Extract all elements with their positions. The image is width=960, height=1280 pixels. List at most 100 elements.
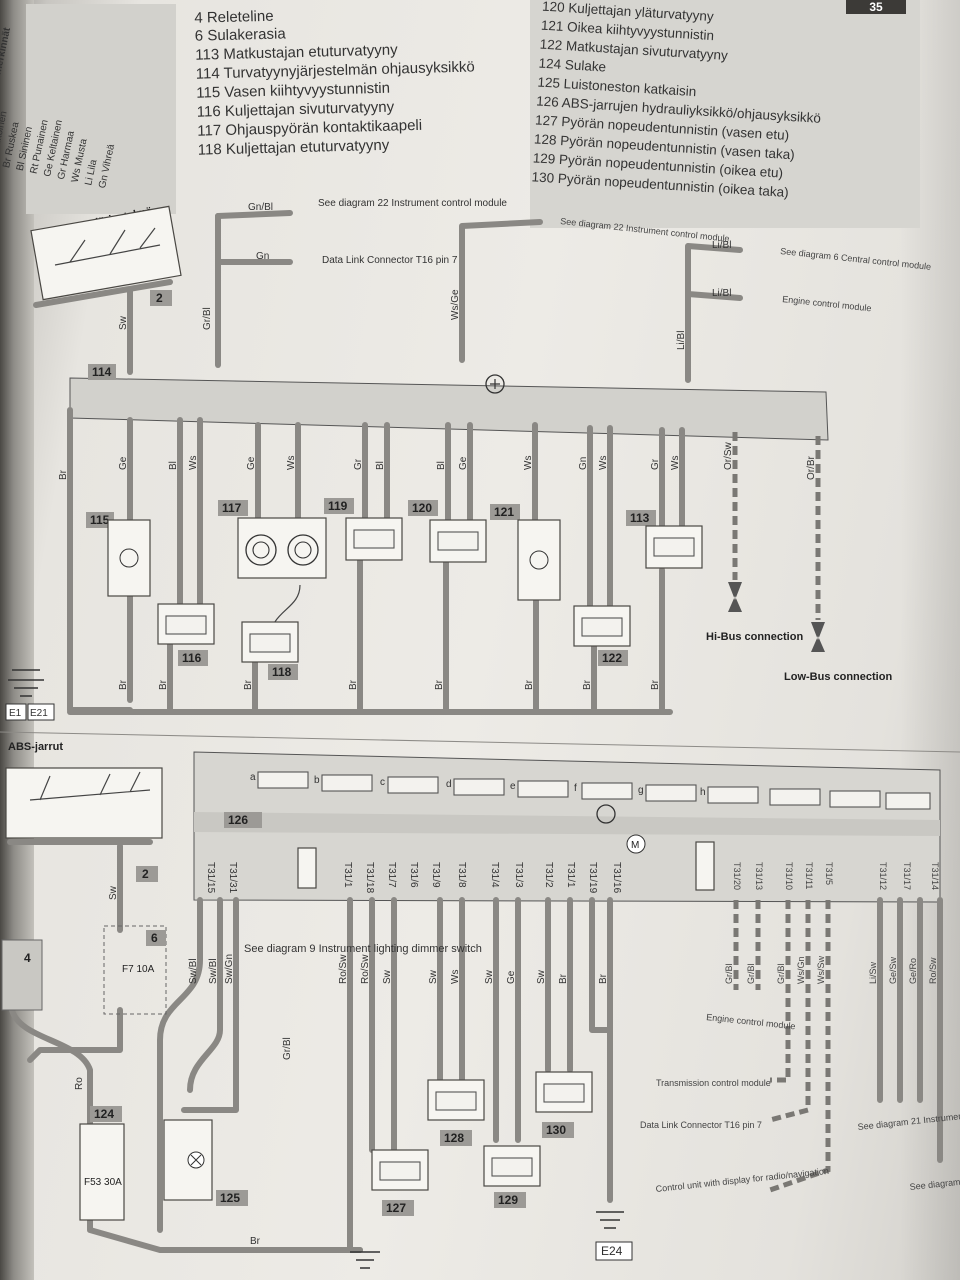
component-117: 117 <box>218 500 327 579</box>
svg-text:M: M <box>631 840 639 851</box>
airbag-top-wires: Gn/Bl Gn Gr/Bl Ws/Ge Li/Bl Li/Bl Li/Bl S… <box>118 202 743 383</box>
sensor-128: 128 <box>427 1079 485 1146</box>
sensor-127: 127 <box>371 1149 429 1216</box>
fuse-row-top: 2 <box>33 279 173 308</box>
ignition-switch-airbag <box>30 205 182 301</box>
svg-text:Ws: Ws <box>450 970 461 984</box>
svg-text:Ge/Ro: Ge/Ro <box>908 958 918 984</box>
wl-19: Br <box>158 679 169 690</box>
svg-text:T31/13: T31/13 <box>754 862 764 890</box>
svg-text:113: 113 <box>630 511 650 525</box>
legend-mid-2: 113 Matkustajan etuturvatyyny <box>195 41 398 63</box>
note-dlc: Data Link Connector T16 pin 7 <box>322 255 458 266</box>
airbag-wire-labels: Ge Bl Ws Ge Ws Gr Bl Bl Ge Ws Gn Ws Gr W… <box>58 441 817 690</box>
svg-text:T31/20: T31/20 <box>732 862 742 890</box>
legend-mid-5: 116 Kuljettajan sivuturvatyyny <box>197 99 395 121</box>
wire-grbl: Gr/Bl <box>202 307 213 330</box>
svg-text:Sw: Sw <box>382 969 393 984</box>
svg-text:T31/16: T31/16 <box>611 862 622 894</box>
svg-text:a: a <box>250 772 256 783</box>
svg-text:120: 120 <box>412 501 432 515</box>
svg-text:116: 116 <box>182 651 202 665</box>
svg-text:127: 127 <box>386 1201 406 1215</box>
svg-text:See diagram 21 Instrument cont: See diagram 21 Instrument control module <box>857 1104 960 1132</box>
svg-text:Sw/Gn: Sw/Gn <box>224 954 235 984</box>
wl-8: Bl <box>436 461 447 470</box>
legend-right-3: 124 Sulake <box>538 56 606 75</box>
svg-text:T31/15: T31/15 <box>205 862 216 894</box>
airbag-num-2: 2 <box>156 291 163 305</box>
airbag-notes: See diagram 22 Instrument control module… <box>318 198 932 313</box>
svg-text:Ro/Sw: Ro/Sw <box>338 954 349 984</box>
fuse-box-6: 6 F7 10A <box>103 925 167 1015</box>
abs-wires <box>9 843 943 1253</box>
airbag-num-114: 114 <box>92 365 112 379</box>
svg-text:T31/3: T31/3 <box>513 862 524 888</box>
legend-mid-4: 115 Vasen kiihtyvyystunnistin <box>196 80 390 102</box>
svg-text:T31/19: T31/19 <box>587 862 598 894</box>
page-number: 35 <box>846 0 906 14</box>
wire-libl-1: Li/Bl <box>712 240 731 251</box>
svg-text:Gr/Bl: Gr/Bl <box>724 963 734 984</box>
bus-connections: Hi-Bus connection Low-Bus connection <box>706 582 892 683</box>
svg-text:E24: E24 <box>601 1244 623 1258</box>
svg-text:124: 124 <box>94 1107 114 1121</box>
wl-14: Ws <box>670 456 681 470</box>
sensor-129: 129 <box>483 1145 541 1208</box>
svg-text:119: 119 <box>328 499 348 513</box>
svg-text:T31/9: T31/9 <box>430 862 441 888</box>
component-122: 122 <box>573 605 631 666</box>
wire-gnbl: Gn/Bl <box>248 202 273 213</box>
svg-text:121: 121 <box>494 505 514 519</box>
component-121: 121 <box>490 504 561 601</box>
valve-f: f <box>574 782 633 800</box>
valve-g: g <box>638 784 697 802</box>
svg-text:Ro: Ro <box>74 1077 85 1090</box>
wl-25: Br <box>650 679 661 690</box>
note-engine: Engine control module <box>782 294 872 313</box>
svg-text:f: f <box>574 783 577 794</box>
wl-21: Br <box>348 679 359 690</box>
note-instrument: See diagram 22 Instrument control module <box>318 198 507 209</box>
svg-text:T31/14: T31/14 <box>930 862 940 890</box>
wl-20: Br <box>243 679 254 690</box>
wl-9: Ge <box>458 456 469 470</box>
note-central: See diagram 6 Central control module <box>780 246 932 272</box>
svg-text:4: 4 <box>24 951 31 965</box>
component-115: 115 <box>86 512 151 597</box>
wl-24: Br <box>582 679 593 690</box>
abs-valves: a b c d e f g h <box>250 771 931 810</box>
component-legend-right: 120 Kuljettajan yläturvatyyny 121 Oikea … <box>531 0 821 200</box>
abs-section-title: ABS-jarrut <box>8 741 63 753</box>
svg-text:Ws/Sw: Ws/Sw <box>816 956 826 984</box>
svg-text:118: 118 <box>272 665 292 679</box>
wire-sw: Sw <box>118 315 129 330</box>
switch-125: 125 <box>163 1119 248 1206</box>
svg-text:Sw/Bl: Sw/Bl <box>208 958 219 984</box>
svg-text:Sw: Sw <box>428 969 439 984</box>
airbag-grounds: E1 E21 <box>5 669 55 721</box>
svg-text:Gr/Bl: Gr/Bl <box>746 963 756 984</box>
svg-text:T31/6: T31/6 <box>408 862 419 888</box>
svg-text:T31/17: T31/17 <box>902 862 912 890</box>
airbag-control-module-114: 114 <box>69 364 829 441</box>
note-instrument-2: See diagram 22 Instrument control module <box>560 216 730 244</box>
sensor-130: 130 <box>535 1071 593 1138</box>
wl-3: Ws <box>188 456 199 470</box>
svg-text:6: 6 <box>151 931 158 945</box>
svg-text:T31/1: T31/1 <box>342 862 353 888</box>
legend-mid-6: 117 Ohjauspyörän kontaktikaapeli <box>197 117 422 140</box>
wl-15: Or/Sw <box>723 441 734 470</box>
abs-grounds: E24 <box>350 1211 633 1269</box>
component-118: 118 <box>241 621 299 680</box>
wl-18: Br <box>118 679 129 690</box>
svg-text:Li/Sw: Li/Sw <box>868 961 878 984</box>
abs-num-126: 126 <box>228 813 248 827</box>
low-bus-label: Low-Bus connection <box>784 671 892 683</box>
component-113: 113 <box>626 510 703 569</box>
ground-e21: E21 <box>30 708 48 719</box>
valve-d: d <box>446 778 505 796</box>
wl-13: Gr <box>650 458 661 470</box>
wl-6: Gr <box>353 458 364 470</box>
component-119: 119 <box>324 498 403 561</box>
